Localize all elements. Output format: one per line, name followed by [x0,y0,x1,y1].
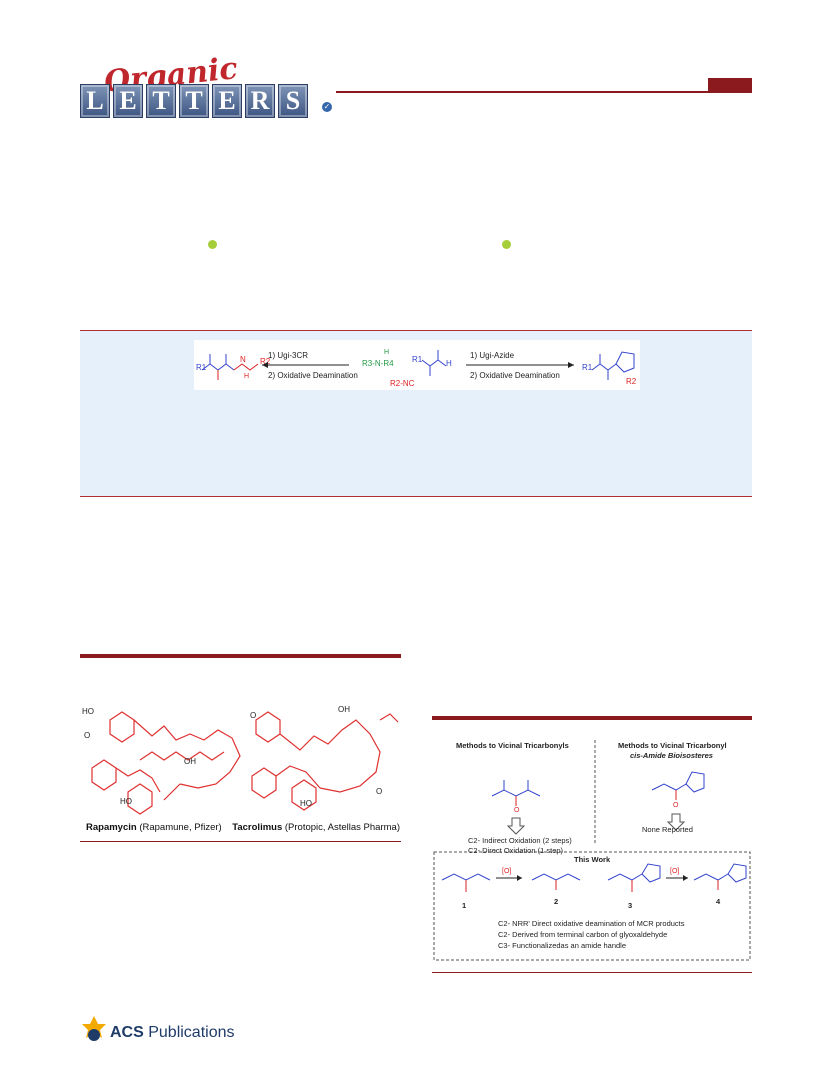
toc-right-step2: 2) Oxidative Deamination [470,371,560,380]
logo-letter: S [278,84,308,118]
this-work-title: This Work [574,855,611,864]
svg-text:O: O [673,802,679,809]
logo-letter: L [80,84,110,118]
scheme1-bar [432,716,752,720]
svg-text:O: O [514,807,520,814]
publisher-bold: ACS [110,1024,144,1041]
toc-isocyanide: R2-NC [390,379,415,388]
publisher-name: Publications [143,1024,235,1041]
compound-label: 2 [554,897,558,906]
svg-text:H: H [384,349,389,356]
oxidation-label: [O] [670,868,679,875]
rapamycin-name: Rapamycin [86,822,137,833]
verified-check-icon: ✓ [322,102,332,112]
journal-logo: L E T T E R S [80,84,308,118]
scheme-right-title-2: cis-Amide Bioisosteres [630,751,713,760]
oxidation-label: [O] [502,868,511,875]
header-tab [708,78,752,92]
toc-left-step2: 2) Oxidative Deamination [268,371,358,380]
tacrolimus-detail: (Protopic, Astellas Pharma) [282,822,400,833]
scheme-note: C3- Functionalizedas an amide handle [498,941,626,950]
svg-text:O: O [84,731,90,740]
figure1-rule [80,841,401,842]
rapamycin-detail: (Rapamune, Pfizer) [136,822,222,833]
figure1-bar [80,654,401,658]
scheme-left-title: Methods to Vicinal Tricarbonyls [456,741,569,750]
logo-letter: E [113,84,143,118]
scheme-note: C2- NRR' Direct oxidative deamination of… [498,919,685,928]
logo-letter: E [212,84,242,118]
tacrolimus-name: Tacrolimus [232,822,283,833]
svg-text:R2: R2 [626,377,637,386]
figure1-caption: Rapamycin (Rapamune, Pfizer) Tacrolimus … [86,822,400,833]
scheme1-svg: Methods to Vicinal Tricarbonyls Methods … [433,740,751,961]
toc-left-step1: 1) Ugi-3CR [268,351,308,360]
compound-label: 3 [628,901,632,910]
figure1-structures: HO O OH HO OH O HO O [80,700,401,818]
compound-label: 1 [462,901,466,910]
svg-text:HO: HO [300,799,312,808]
orcid-icon[interactable] [208,240,217,249]
logo-letter: R [245,84,275,118]
svg-text:HO: HO [120,797,132,806]
natural-products-svg: HO O OH HO OH O HO O [82,705,399,815]
compound-label: 4 [716,897,721,906]
toc-graphic: R1 N R2 H 1) Ugi-3CR 2) Oxidative Deamin… [194,340,640,390]
scheme-right-title-1: Methods to Vicinal Tricarbonyl [618,741,727,750]
svg-text:R1: R1 [582,363,593,372]
logo-letter: T [179,84,209,118]
svg-text:R1: R1 [196,363,207,372]
svg-text:H: H [244,373,249,380]
svg-text:R1: R1 [412,355,423,364]
header-rule [336,91,752,93]
scheme-left-note-2: C2- Direct Oxidation (1 step) [468,846,564,855]
acs-logo-icon [82,1016,106,1042]
svg-text:O: O [376,787,382,796]
svg-text:R2: R2 [260,357,271,366]
scheme-note: C2- Derived from terminal carbon of glyo… [498,930,667,939]
scheme-right-note: None Reported [642,825,693,834]
svg-text:OH: OH [184,757,196,766]
scheme1: Methods to Vicinal Tricarbonyls Methods … [432,740,752,962]
logo-letter: T [146,84,176,118]
svg-text:HO: HO [82,707,94,716]
scheme1-rule [432,972,752,973]
scheme-left-note-1: C2- Indirect Oxidation (2 steps) [468,836,572,845]
publisher-footer: ACS Publications [110,1024,235,1042]
toc-amine: R3-N-R4 [362,359,394,368]
svg-text:O: O [250,711,256,720]
svg-text:H: H [446,359,452,368]
svg-text:N: N [240,355,246,364]
svg-text:OH: OH [338,705,350,714]
toc-right-step1: 1) Ugi-Azide [470,351,515,360]
toc-scheme-svg: R1 N R2 H 1) Ugi-3CR 2) Oxidative Deamin… [196,349,637,388]
orcid-icon[interactable] [502,240,511,249]
